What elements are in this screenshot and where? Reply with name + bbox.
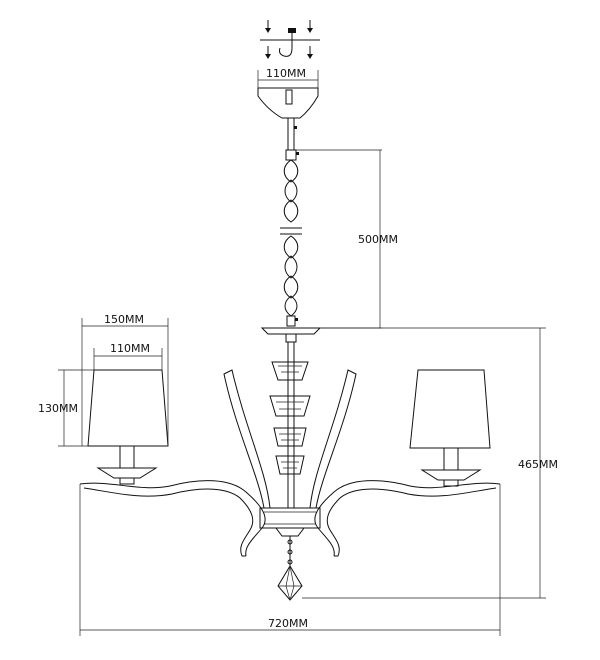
- chain-dimension: 500MM: [296, 149, 398, 329]
- chain: [280, 149, 302, 327]
- shade-top-dimension: 150MM: [81, 313, 169, 446]
- shade-bottom-dimension: 110MM: [93, 342, 163, 370]
- decorative-arms: [223, 369, 357, 509]
- crystal-drop: [277, 536, 303, 601]
- main-arms: [79, 480, 501, 557]
- right-lamp: [409, 369, 491, 487]
- canopy-dimension: 110MM: [257, 67, 319, 88]
- overall-height-dimension: 465MM: [302, 327, 558, 599]
- ceiling-hook-icon: [279, 28, 296, 57]
- central-column: [259, 327, 322, 537]
- canopy: [257, 87, 319, 150]
- chain-length-label: 500MM: [358, 233, 398, 246]
- left-lamp: [87, 369, 169, 485]
- shade-top-width-label: 150MM: [104, 313, 144, 326]
- overall-height-label: 465MM: [518, 458, 558, 471]
- overall-width-label: 720MM: [268, 617, 308, 630]
- shade-height-label: 130MM: [38, 402, 78, 415]
- canopy-width-label: 110MM: [266, 67, 306, 80]
- overall-width-dimension: 720MM: [79, 484, 501, 636]
- shade-height-dimension: 130MM: [38, 369, 94, 447]
- shade-bottom-width-label: 110MM: [110, 342, 150, 355]
- screw-icon: [265, 20, 313, 59]
- mounting-kit: [260, 20, 320, 59]
